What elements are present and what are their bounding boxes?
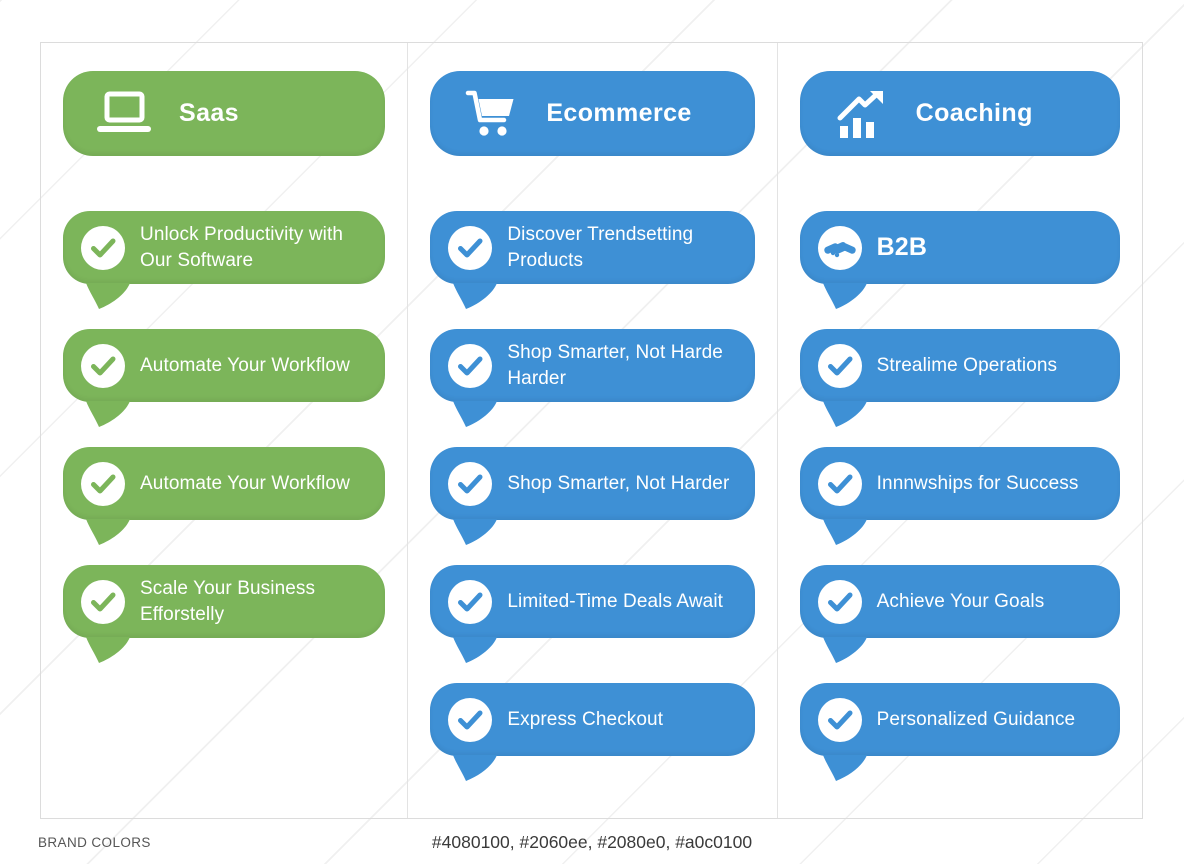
check-circle-icon bbox=[448, 579, 493, 624]
feature-bubble: Achieve Your Goals bbox=[799, 565, 1120, 663]
feature-label: Shop Smarter, Not Harde Harder bbox=[507, 342, 723, 389]
feature-bubble: Automate Your Workflow bbox=[63, 447, 386, 545]
bubble-tail bbox=[86, 519, 130, 545]
feature-bubble: Strealime Operations bbox=[799, 329, 1120, 427]
feature-label: Automate Your Workflow bbox=[140, 472, 350, 494]
feature-label: Strealime Operations bbox=[876, 354, 1058, 376]
feature-label: Innnwships for Success bbox=[876, 472, 1079, 494]
bubble-tail bbox=[86, 637, 130, 663]
bubble-tail bbox=[453, 755, 498, 781]
feature-bubble: Innnwships for Success bbox=[799, 447, 1120, 545]
feature-bubble: Personalized Guidance bbox=[799, 683, 1120, 781]
bubble-tail bbox=[453, 401, 498, 427]
feature-label: Scale Your Business Efforstelly bbox=[140, 578, 316, 625]
feature-bubble: Automate Your Workflow bbox=[63, 329, 386, 427]
growth-chart-icon bbox=[832, 88, 890, 140]
bubble-tail bbox=[453, 283, 498, 309]
brand-colors-label: BRAND COLORS bbox=[38, 835, 151, 850]
check-circle-icon bbox=[81, 579, 125, 624]
check-circle-icon bbox=[448, 697, 493, 742]
feature-label: Achieve Your Goals bbox=[876, 590, 1045, 612]
check-circle-icon bbox=[81, 461, 125, 506]
feature-label: Express Checkout bbox=[507, 708, 664, 730]
check-circle-icon bbox=[817, 461, 862, 506]
feature-label: Automate Your Workflow bbox=[140, 354, 350, 376]
handshake-icon bbox=[817, 225, 862, 270]
laptop-icon bbox=[95, 88, 153, 140]
feature-label: Personalized Guidance bbox=[876, 708, 1076, 730]
feature-label: Limited-Time Deals Await bbox=[507, 590, 724, 612]
category-header-saas: Saas bbox=[63, 71, 386, 156]
check-circle-icon bbox=[817, 579, 862, 624]
feature-label: Shop Smarter, Not Harder bbox=[507, 472, 730, 494]
check-circle-icon bbox=[817, 697, 862, 742]
bubble-tail bbox=[86, 283, 130, 309]
feature-bubble: Unlock Productivity with Our Software bbox=[63, 211, 386, 309]
bubble-tail bbox=[822, 283, 867, 309]
feature-bubble: Limited-Time Deals Await bbox=[430, 565, 755, 663]
bubble-tail bbox=[822, 401, 867, 427]
category-title: Ecommerce bbox=[546, 99, 692, 127]
bubble-tail bbox=[86, 401, 130, 427]
bubble-tail bbox=[453, 637, 498, 663]
feature-bubble: Shop Smarter, Not Harder bbox=[430, 447, 755, 545]
bubble-tail bbox=[453, 519, 498, 545]
feature-label: B2B bbox=[876, 233, 927, 261]
feature-bubble: Discover Trendsetting Products bbox=[430, 211, 755, 309]
feature-bubble: Shop Smarter, Not Harde Harder bbox=[430, 329, 755, 427]
feature-bubble: Express Checkout bbox=[430, 683, 755, 781]
bubble-tail bbox=[822, 755, 867, 781]
check-circle-icon bbox=[448, 343, 493, 388]
category-title: Coaching bbox=[915, 99, 1033, 127]
check-circle-icon bbox=[81, 225, 125, 270]
feature-label: Unlock Productivity with Our Software bbox=[140, 224, 344, 271]
feature-label: Discover Trendsetting Products bbox=[507, 224, 694, 271]
bubble-tail bbox=[822, 519, 867, 545]
check-circle-icon bbox=[448, 225, 493, 270]
brand-colors-values: #4080100, #2060ee, #2080e0, #a0c0100 bbox=[431, 832, 753, 852]
check-circle-icon bbox=[817, 343, 862, 388]
category-header-coaching: Coaching bbox=[799, 71, 1120, 156]
check-circle-icon bbox=[81, 343, 125, 388]
feature-bubble: Scale Your Business Efforstelly bbox=[63, 565, 386, 663]
category-header-ecommerce: Ecommerce bbox=[430, 71, 755, 156]
check-circle-icon bbox=[448, 461, 493, 506]
category-title: Saas bbox=[179, 99, 239, 127]
bubble-tail bbox=[822, 637, 867, 663]
feature-bubble: B2B bbox=[799, 211, 1120, 309]
shopping-cart-icon bbox=[462, 88, 520, 140]
